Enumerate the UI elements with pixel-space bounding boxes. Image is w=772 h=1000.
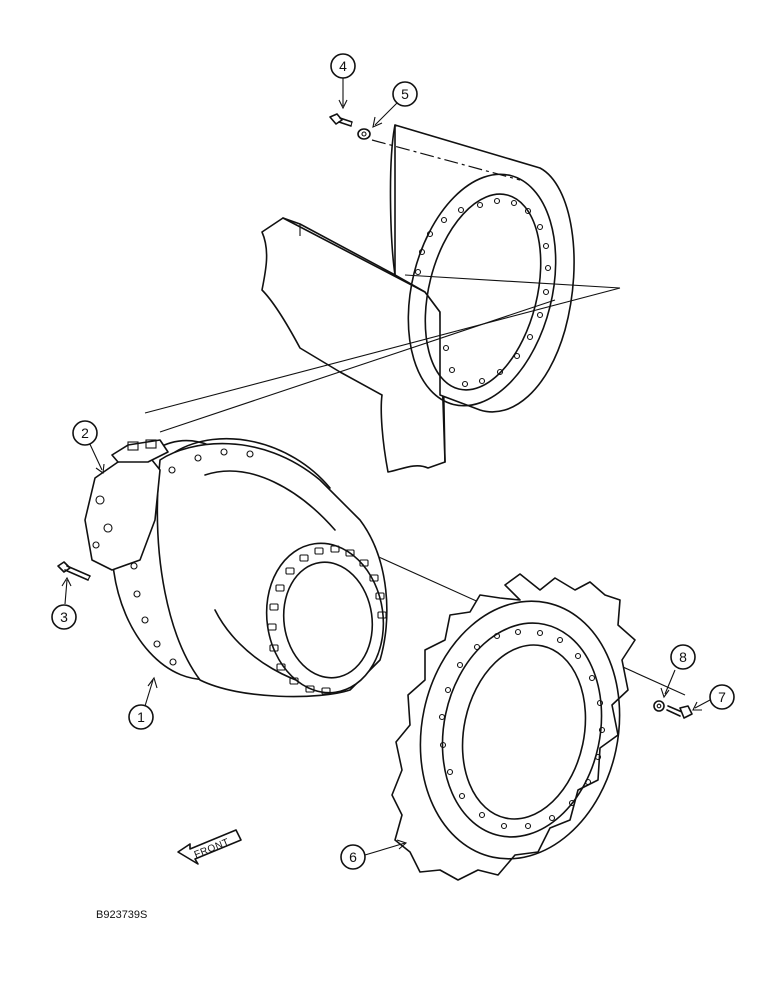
callout-7: 7 [709,684,735,710]
motor-valve-block [84,439,169,571]
assembly-lines [144,139,686,696]
callout-1: 1 [128,704,154,730]
sprocket-bolt-holes [438,628,606,830]
bolt-motor-icon [57,561,91,581]
callout-8: 8 [670,644,696,670]
callout-4-label: 4 [339,58,347,74]
callout-3-label: 3 [60,609,68,625]
callout-5-label: 5 [401,86,409,102]
flange-bolt-holes [414,197,552,388]
drawing-code: B923739S [96,909,147,921]
callout-2-label: 2 [81,425,89,441]
callout-3: 3 [51,604,77,630]
callout-6-label: 6 [349,849,357,865]
front-direction-arrow: FRONT [177,829,242,865]
track-frame-mount [261,124,575,473]
washer-upper-icon [357,128,371,140]
bolt-upper-icon [329,113,353,127]
callout-6: 6 [340,844,366,870]
callout-4: 4 [330,53,356,79]
callout-2: 2 [72,420,98,446]
washer-sprocket-icon [653,700,665,712]
callout-1-label: 1 [137,709,145,725]
end-cap-bolts [267,545,387,695]
callout-7-label: 7 [718,689,726,705]
bolt-sprocket-icon [666,705,693,719]
sprocket [391,573,636,881]
callout-leaders [61,78,711,856]
final-drive-assembly [84,437,388,698]
callout-5: 5 [392,81,418,107]
callout-8-label: 8 [679,649,687,665]
